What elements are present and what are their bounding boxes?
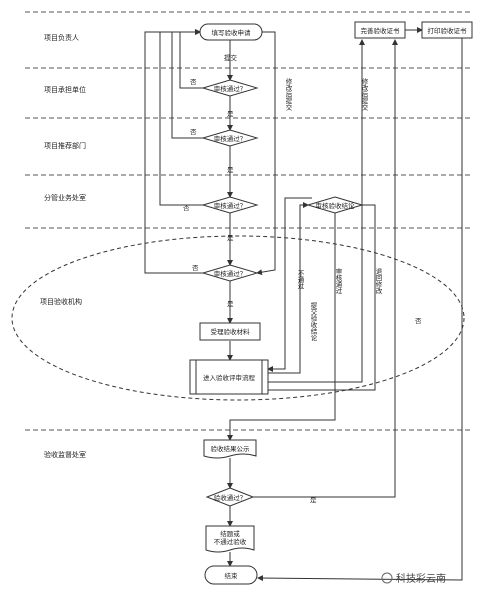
edge-label-submit: 提交	[224, 53, 238, 62]
node-publicity: 验收结果公示	[203, 439, 257, 459]
vlabel-resubmit-right: 修改后提交	[360, 77, 368, 112]
lane-label-project-leader: 项目负责人	[44, 33, 79, 42]
connectors	[144, 27, 463, 582]
edge-label-no-5: 否	[415, 317, 422, 325]
wechat-icon	[381, 572, 393, 584]
node-review-agency: 审核通过？	[201, 264, 259, 282]
edge-label-yes-1: 是	[227, 110, 234, 118]
node-verify-conclusion: 审核验收结论	[306, 196, 364, 214]
node-review-business: 审核通过？	[201, 196, 259, 214]
edge-label-no-2: 否	[190, 128, 197, 136]
svg-text:受理验收材料: 受理验收材料	[211, 327, 251, 336]
node-end: 结束	[204, 565, 258, 585]
svg-text:结束: 结束	[225, 571, 239, 580]
edge-label-yes-4: 是	[227, 300, 234, 308]
node-review-process: 进入验收评审流程	[189, 359, 269, 395]
svg-text:完善验收证书: 完善验收证书	[361, 26, 401, 35]
node-apply: 填写验收申请	[199, 23, 263, 41]
svg-text:填写验收申请: 填写验收申请	[212, 28, 252, 37]
svg-text:审核通过？: 审核通过？	[214, 84, 247, 93]
edge-label-yes-5: 是	[310, 496, 317, 504]
svg-text:验收通过？: 验收通过？	[214, 493, 247, 502]
edge-label-no-3: 否	[183, 204, 190, 212]
svg-text:打印验收证书: 打印验收证书	[428, 26, 468, 35]
edge-label-yes-3: 是	[227, 234, 234, 242]
svg-text:审核通过？: 审核通过？	[214, 269, 247, 278]
node-review-undertaking: 审核通过？	[201, 79, 259, 97]
vlabel-not-pass: 不通过	[296, 270, 304, 291]
node-result-text: 结题或不通过验收	[214, 529, 247, 546]
svg-text:审核通过？: 审核通过？	[214, 201, 247, 210]
watermark: 科技彩云南	[381, 572, 446, 585]
svg-text:审核验收结论: 审核验收结论	[316, 201, 356, 210]
node-result: 结题或不通过验收	[205, 525, 255, 553]
lane-label-undertaking-unit: 项目承担单位	[44, 85, 86, 94]
edge-label-no-4: 否	[192, 264, 199, 272]
lane-label-business-office: 分管业务处室	[44, 193, 86, 202]
node-review-recommending: 审核通过？	[201, 129, 259, 147]
acceptance-agency-region	[11, 235, 465, 401]
lane-label-recommending-dept: 项目推荐部门	[44, 141, 86, 150]
vlabel-submit-conclusion: 提交验收结论	[309, 301, 317, 343]
node-passed-decision: 验收通过？	[205, 487, 255, 507]
svg-text:验收结果公示: 验收结果公示	[211, 444, 251, 453]
node-accept-materials: 受理验收材料	[199, 322, 261, 341]
lane-label-supervision-office: 验收监督处室	[44, 450, 86, 459]
node-print-certificate: 打印验收证书	[421, 21, 473, 39]
edge-label-no-1: 否	[190, 78, 197, 86]
node-improve-certificate: 完善验收证书	[354, 21, 406, 39]
watermark-text: 科技彩云南	[396, 572, 446, 585]
svg-text:审核通过？: 审核通过？	[214, 134, 247, 143]
vlabel-return-modify: 退回修改	[374, 267, 382, 296]
vlabel-resubmit-left: 修改后提交	[284, 77, 292, 112]
lane-separators	[25, 11, 470, 431]
lane-label-acceptance-agency: 项目验收机构	[40, 297, 82, 306]
vlabel-audit-pass: 审核通过	[334, 267, 342, 296]
edge-label-yes-2: 是	[227, 166, 234, 174]
svg-text:进入验收评审流程: 进入验收评审流程	[203, 373, 256, 382]
